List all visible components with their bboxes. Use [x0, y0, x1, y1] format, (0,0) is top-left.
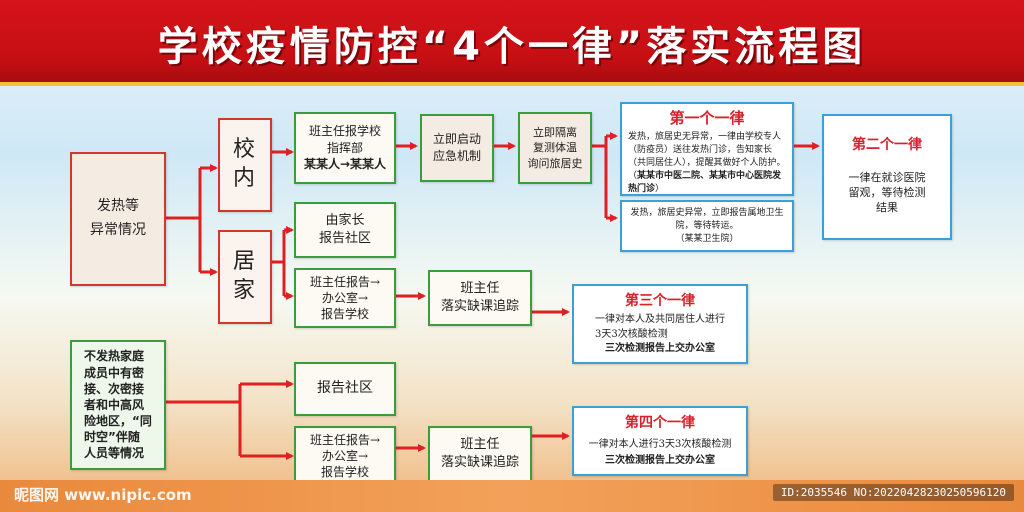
teacher-report-label-2: 班主任报告→ 办公室→ 报告学校	[309, 432, 381, 480]
connector-fever-split	[166, 168, 202, 272]
rule1-body-end: ）	[655, 184, 665, 195]
title-banner: 学校疫情防控“4个一律”落实流程图	[0, 0, 1024, 86]
report-hq-label: 班主任报学校 指挥部	[308, 123, 381, 155]
teacher-report-label-1: 班主任报告→ 办公室→ 报告学校	[309, 274, 381, 322]
rule4-box: 第四个一律 一律对本人进行3天3次核酸检测 三次检测报告上交办公室	[572, 406, 748, 476]
isolate-label: 立即隔离 复测体温 询问旅居史	[527, 125, 583, 170]
fever-condition-box: 发热等 异常情况	[70, 152, 166, 286]
report-hq-box: 班主任报学校 指挥部 某某人→某某人	[294, 112, 396, 184]
rule3-body-bold: 三次检测报告上交办公室	[605, 342, 715, 354]
rule3-box: 第三个一律 一律对本人及共同居住人进行 3天3次核酸检测 三次检测报告上交办公室	[572, 284, 748, 364]
parent-report-box: 由家长 报告社区	[294, 202, 396, 258]
rule4-body-bold: 三次检测报告上交办公室	[605, 454, 715, 466]
image-id-tag: ID:2035546 NO:20220428230250596120	[772, 484, 1014, 501]
home-box: 居 家	[218, 230, 272, 324]
track-label-2: 班主任 落实缺课追踪	[440, 436, 519, 470]
rule3-body: 一律对本人及共同居住人进行 3天3次核酸检测	[595, 313, 725, 340]
connector-isolate-split	[592, 136, 608, 218]
rule3-title: 第三个一律	[625, 293, 695, 310]
rule1b-body: 发热，旅居史异常，立即报告属地卫生院，等待转运。	[630, 207, 784, 231]
fever-condition-label: 发热等 异常情况	[90, 198, 146, 238]
isolate-box: 立即隔离 复测体温 询问旅居史	[518, 112, 592, 184]
report-hq-names: 某某人→某某人	[303, 157, 387, 172]
rule1b-body2: （某某卫生院）	[675, 233, 739, 244]
site-watermark: 昵图网 www.nipic.com	[14, 486, 192, 504]
non-fever-condition-label: 不发热家庭 成员中有密 接、次密接 者和中高风 险地区，“同 时空”伴随 人员等…	[84, 349, 152, 461]
footer-band	[0, 480, 1024, 512]
emergency-label: 立即启动 应急机制	[432, 132, 481, 163]
rule2-box: 第二个一律 一律在就诊医院 留观，等待检测 结果	[822, 114, 952, 240]
rule1b-box: 发热，旅居史异常，立即报告属地卫生院，等待转运。 （某某卫生院）	[620, 200, 794, 252]
track-box-1: 班主任 落实缺课追踪	[428, 270, 532, 326]
page-title: 学校疫情防控“4个一律”落实流程图	[157, 24, 867, 70]
rule1-body-text: 发热，旅居史无异常，一律由学校专人（防疫员）送往发热门诊，告知家长（共同居住人）…	[628, 132, 786, 182]
non-fever-condition-box: 不发热家庭 成员中有密 接、次密接 者和中高风 险地区，“同 时空”伴随 人员等…	[70, 340, 166, 470]
rule2-title: 第二个一律	[852, 137, 922, 153]
track-label-1: 班主任 落实缺课追踪	[440, 280, 519, 314]
emergency-box: 立即启动 应急机制	[420, 114, 494, 182]
campus-box: 校 内	[218, 118, 272, 212]
campus-label: 校 内	[232, 137, 257, 191]
rule1-title: 第一个一律	[669, 109, 745, 127]
connector-nonfever-split	[166, 384, 242, 456]
rule1-body-hospitals: 某某市中医二院、某某市中心医院发热门诊	[628, 171, 782, 195]
report-community-label: 报告社区	[317, 380, 373, 397]
teacher-report-box-2: 班主任报告→ 办公室→ 报告学校	[294, 426, 396, 486]
rule4-body: 一律对本人进行3天3次核酸检测	[588, 438, 732, 450]
teacher-report-box-1: 班主任报告→ 办公室→ 报告学校	[294, 268, 396, 328]
rule4-title: 第四个一律	[625, 415, 695, 432]
track-box-2: 班主任 落实缺课追踪	[428, 426, 532, 482]
rule1-body: 发热，旅居史无异常，一律由学校专人（防疫员）送往发热门诊，告知家长（共同居住人）…	[628, 131, 786, 196]
rule2-body: 一律在就诊医院 留观，等待检测 结果	[848, 170, 926, 215]
connector-home-split	[272, 230, 286, 296]
rule1-box: 第一个一律 发热，旅居史无异常，一律由学校专人（防疫员）送往发热门诊，告知家长（…	[620, 102, 794, 196]
report-community-box: 报告社区	[294, 362, 396, 416]
home-label: 居 家	[232, 249, 257, 303]
parent-report-label: 由家长 报告社区	[318, 212, 371, 246]
